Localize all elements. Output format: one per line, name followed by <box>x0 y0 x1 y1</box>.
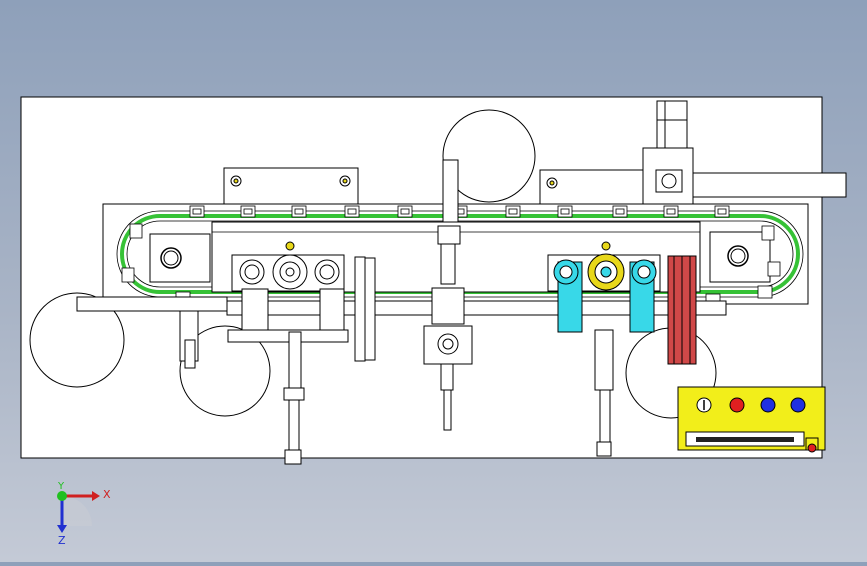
left-bracket <box>76 296 228 369</box>
x-axis-label: X <box>103 488 111 501</box>
circle-bottom-left <box>179 325 271 417</box>
mount-plate-left <box>223 167 359 205</box>
control-panel <box>677 386 826 453</box>
blue-button-1[interactable] <box>760 397 776 413</box>
blue-button-2[interactable] <box>790 397 806 413</box>
central-guide <box>437 159 461 285</box>
right-drive-unit <box>547 241 697 457</box>
coordinate-triad: X Y Z <box>57 481 111 547</box>
red-button[interactable] <box>729 397 745 413</box>
y-axis-label: Y <box>57 481 65 492</box>
left-drive-unit <box>227 241 376 465</box>
center-pump-unit <box>423 287 473 431</box>
circle-left <box>29 292 125 388</box>
top-slide-unit <box>642 100 847 205</box>
circle-top-center <box>442 109 536 203</box>
z-axis-label: Z <box>58 534 66 547</box>
chain-carriers <box>121 205 781 305</box>
y-axis-dot <box>57 491 67 501</box>
mount-plate-right <box>539 169 659 205</box>
